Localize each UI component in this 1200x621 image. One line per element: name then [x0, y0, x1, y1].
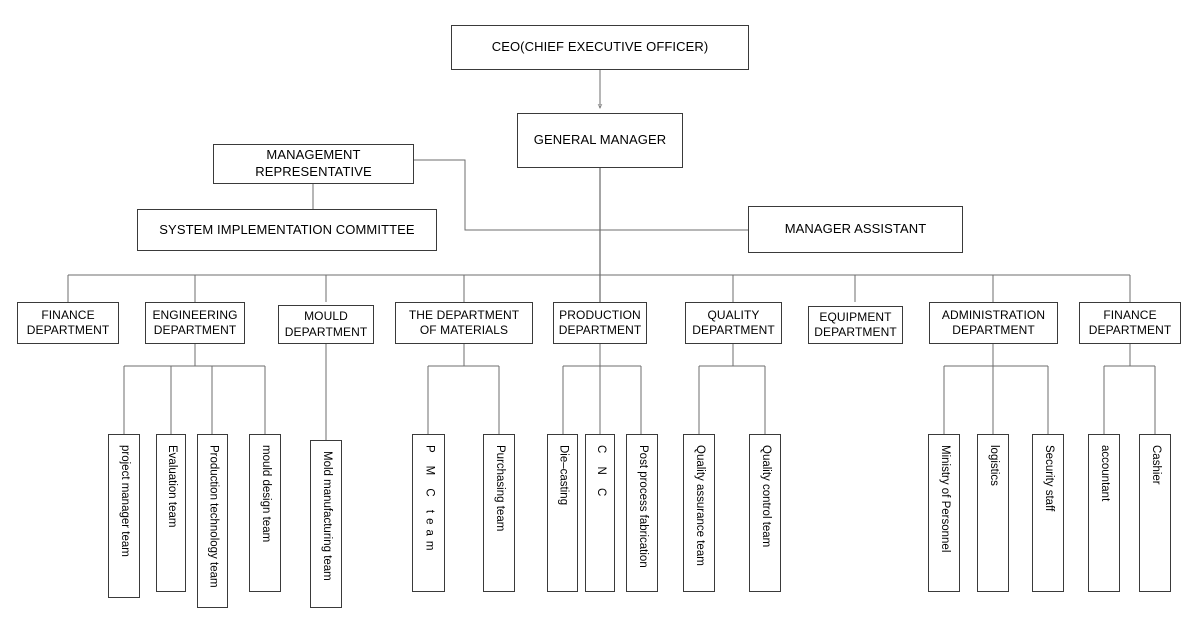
dept-mould[interactable]: MOULD DEPARTMENT [278, 305, 374, 344]
node-ceo[interactable]: CEO(CHIEF EXECUTIVE OFFICER) [451, 25, 749, 70]
dept-equipment-label: EQUIPMENT DEPARTMENT [814, 309, 897, 339]
team-accountant[interactable]: accountant [1088, 434, 1120, 592]
team-cnc[interactable]: C N C [585, 434, 615, 592]
dept-quality-label: QUALITY DEPARTMENT [692, 307, 775, 337]
team-security-staff[interactable]: Security staff [1032, 434, 1064, 592]
team-accountant-label: accountant [1098, 445, 1111, 502]
team-die-casting[interactable]: Die–casting [547, 434, 578, 592]
team-pmc-team-label: P M C team [423, 445, 436, 556]
node-management-representative-label: MANAGEMENT REPRESENTATIVE [255, 147, 372, 179]
dept-finance-left[interactable]: FINANCE DEPARTMENT [17, 302, 119, 344]
team-logistics[interactable]: logistics [977, 434, 1009, 592]
team-evaluation-team[interactable]: Evaluation team [156, 434, 186, 592]
node-manager-assistant[interactable]: MANAGER ASSISTANT [748, 206, 963, 253]
team-ministry-of-personnel-label: Ministry of Personnel [938, 445, 951, 553]
node-general-manager[interactable]: GENERAL MANAGER [517, 113, 683, 168]
team-quality-control-team[interactable]: Quality control team [749, 434, 781, 592]
dept-engineering[interactable]: ENGINEERING DEPARTMENT [145, 302, 245, 344]
dept-equipment[interactable]: EQUIPMENT DEPARTMENT [808, 306, 903, 344]
node-manager-assistant-label: MANAGER ASSISTANT [784, 221, 927, 237]
team-project-manager-team[interactable]: project manager team [108, 434, 140, 598]
team-purchasing-team-label: Purchasing team [493, 445, 506, 532]
dept-finance-right[interactable]: FINANCE DEPARTMENT [1079, 302, 1181, 344]
team-project-manager-team-label: project manager team [118, 445, 131, 557]
team-production-technology-team-label: Production technology team [207, 445, 220, 588]
dept-mould-label: MOULD DEPARTMENT [284, 309, 368, 339]
team-logistics-label: logistics [987, 445, 1000, 486]
dept-engineering-label: ENGINEERING DEPARTMENT [152, 307, 238, 337]
node-general-manager-label: GENERAL MANAGER [533, 132, 667, 148]
team-mold-manufacturing-team[interactable]: Mold manufacturing team [310, 440, 342, 608]
team-production-technology-team[interactable]: Production technology team [197, 434, 228, 608]
team-mold-manufacturing-team-label: Mold manufacturing team [320, 451, 333, 581]
team-quality-assurance-team[interactable]: Quality assurance team [683, 434, 715, 592]
dept-production[interactable]: PRODUCTION DEPARTMENT [553, 302, 647, 344]
team-cnc-label: C N C [594, 445, 607, 502]
dept-quality[interactable]: QUALITY DEPARTMENT [685, 302, 782, 344]
team-cashier[interactable]: Cashier [1139, 434, 1171, 592]
dept-materials[interactable]: THE DEPARTMENT OF MATERIALS [395, 302, 533, 344]
node-system-implementation-committee-label: SYSTEM IMPLEMENTATION COMMITTEE [159, 221, 415, 237]
dept-finance-right-label: FINANCE DEPARTMENT [1088, 307, 1172, 337]
team-die-casting-label: Die–casting [557, 445, 570, 506]
dept-administration-label: ADMINISTRATION DEPARTMENT [941, 307, 1046, 337]
team-security-staff-label: Security staff [1042, 445, 1055, 512]
team-mould-design-team[interactable]: mould design team [249, 434, 281, 592]
team-purchasing-team[interactable]: Purchasing team [483, 434, 515, 592]
team-mould-design-team-label: mould design team [259, 445, 272, 543]
team-post-process-fabrication[interactable]: Post process fabrication [626, 434, 658, 592]
team-post-process-fabrication-label: Post process fabrication [636, 445, 649, 568]
team-pmc-team[interactable]: P M C team [412, 434, 445, 592]
node-ceo-label: CEO(CHIEF EXECUTIVE OFFICER) [491, 39, 709, 55]
dept-production-label: PRODUCTION DEPARTMENT [558, 307, 642, 337]
node-system-implementation-committee[interactable]: SYSTEM IMPLEMENTATION COMMITTEE [137, 209, 437, 251]
team-quality-control-team-label: Quality control team [759, 445, 772, 548]
team-quality-assurance-team-label: Quality assurance team [693, 445, 706, 566]
dept-materials-label: THE DEPARTMENT OF MATERIALS [408, 307, 520, 337]
node-management-representative[interactable]: MANAGEMENT REPRESENTATIVE [213, 144, 414, 184]
dept-administration[interactable]: ADMINISTRATION DEPARTMENT [929, 302, 1058, 344]
team-evaluation-team-label: Evaluation team [165, 445, 178, 528]
team-ministry-of-personnel[interactable]: Ministry of Personnel [928, 434, 960, 592]
team-cashier-label: Cashier [1149, 445, 1162, 485]
dept-finance-left-label: FINANCE DEPARTMENT [26, 307, 110, 337]
